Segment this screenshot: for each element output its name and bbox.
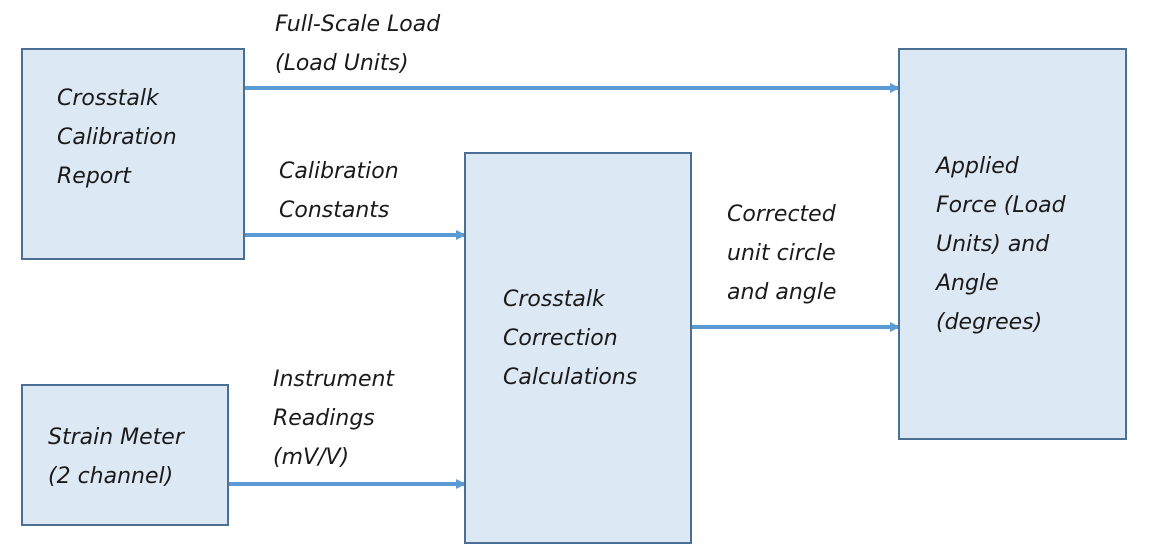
applied-force-line: Units) and [936, 232, 1050, 257]
instrument-readings-line: Readings [273, 406, 375, 431]
instrument-readings-line: (mV/V) [273, 445, 350, 470]
full-scale-load-line: Full-Scale Load [275, 12, 441, 37]
calibration-constants-line: Calibration [279, 159, 399, 184]
applied-force-line: Force (Load [936, 193, 1066, 218]
full-scale-load-line: (Load Units) [275, 51, 409, 76]
applied-force-line: (degrees) [936, 310, 1043, 335]
calibration-constants-label: Calibration Constants [279, 152, 399, 230]
applied-force-label: Applied Force (Load Units) and Angle (de… [936, 147, 1066, 342]
applied-force-line: Angle [936, 271, 999, 296]
correction-calculations-line: Crosstalk [503, 287, 605, 312]
calibration-report-line: Report [57, 164, 131, 189]
strain-meter-line: (2 channel) [48, 464, 174, 489]
calibration-report-box [21, 48, 245, 260]
applied-force-box [898, 48, 1127, 440]
calibration-constants-line: Constants [279, 198, 390, 223]
correction-calculations-label: Crosstalk Correction Calculations [503, 280, 637, 397]
corrected-unit-circle-line: and angle [727, 280, 837, 305]
calibration-report-line: Crosstalk [57, 86, 159, 111]
corrected-unit-circle-label: Corrected unit circle and angle [727, 195, 836, 312]
calibration-report-line: Calibration [57, 125, 177, 150]
correction-calculations-line: Correction [503, 326, 618, 351]
corrected-unit-circle-line: Corrected [727, 202, 836, 227]
applied-force-line: Applied [936, 154, 1019, 179]
corrected-unit-circle-line: unit circle [727, 241, 836, 266]
correction-calculations-line: Calculations [503, 365, 638, 390]
correction-calculations-box [464, 152, 692, 544]
calibration-report-label: Crosstalk Calibration Report [57, 79, 177, 196]
instrument-readings-line: Instrument [273, 367, 395, 392]
strain-meter-label: Strain Meter (2 channel) [48, 418, 184, 496]
instrument-readings-label: Instrument Readings (mV/V) [273, 360, 394, 477]
strain-meter-line: Strain Meter [48, 425, 184, 450]
strain-meter-box [21, 384, 229, 526]
full-scale-load-label: Full-Scale Load (Load Units) [275, 5, 440, 83]
